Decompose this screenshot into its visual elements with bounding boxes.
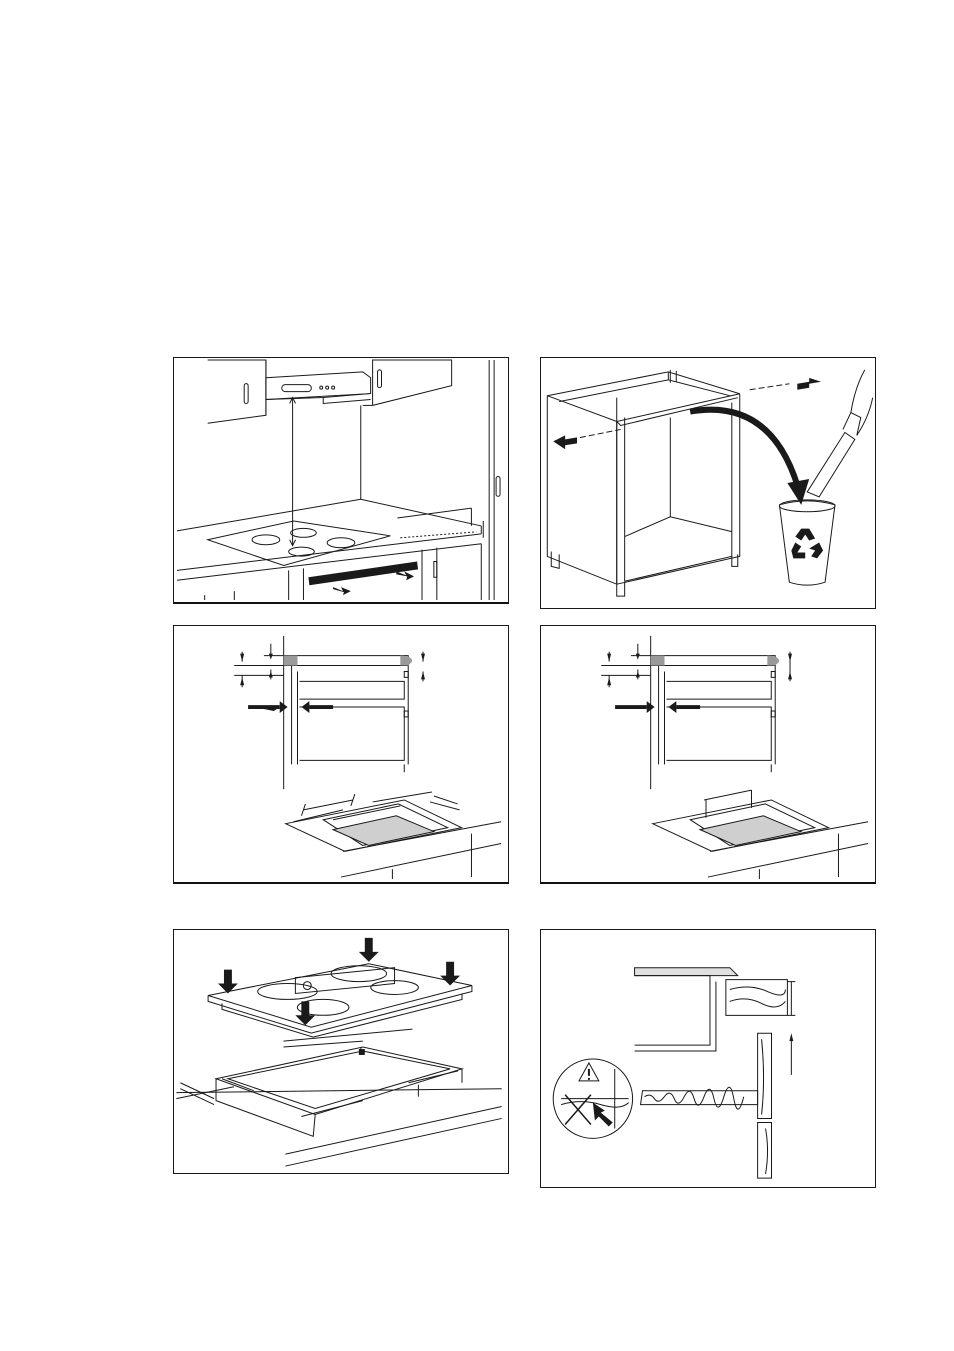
figure-cutout-oven — [540, 625, 876, 884]
hood-hob-illustration — [174, 358, 508, 602]
recycle-bin-icon — [791, 529, 823, 559]
figure-hood-placement — [173, 357, 509, 604]
cutout-drawer-illustration — [174, 626, 508, 882]
cabinet-illustration — [541, 358, 875, 608]
cutout-oven-illustration — [541, 626, 875, 882]
hob-installation-illustration — [174, 930, 508, 1173]
figure-worktop-clearance — [540, 929, 876, 1188]
figure-crossbar-removal — [540, 357, 876, 609]
figure-cutout-drawer — [173, 625, 509, 884]
figure-hob-installation — [173, 929, 509, 1174]
worktop-clearance-illustration — [541, 930, 875, 1187]
